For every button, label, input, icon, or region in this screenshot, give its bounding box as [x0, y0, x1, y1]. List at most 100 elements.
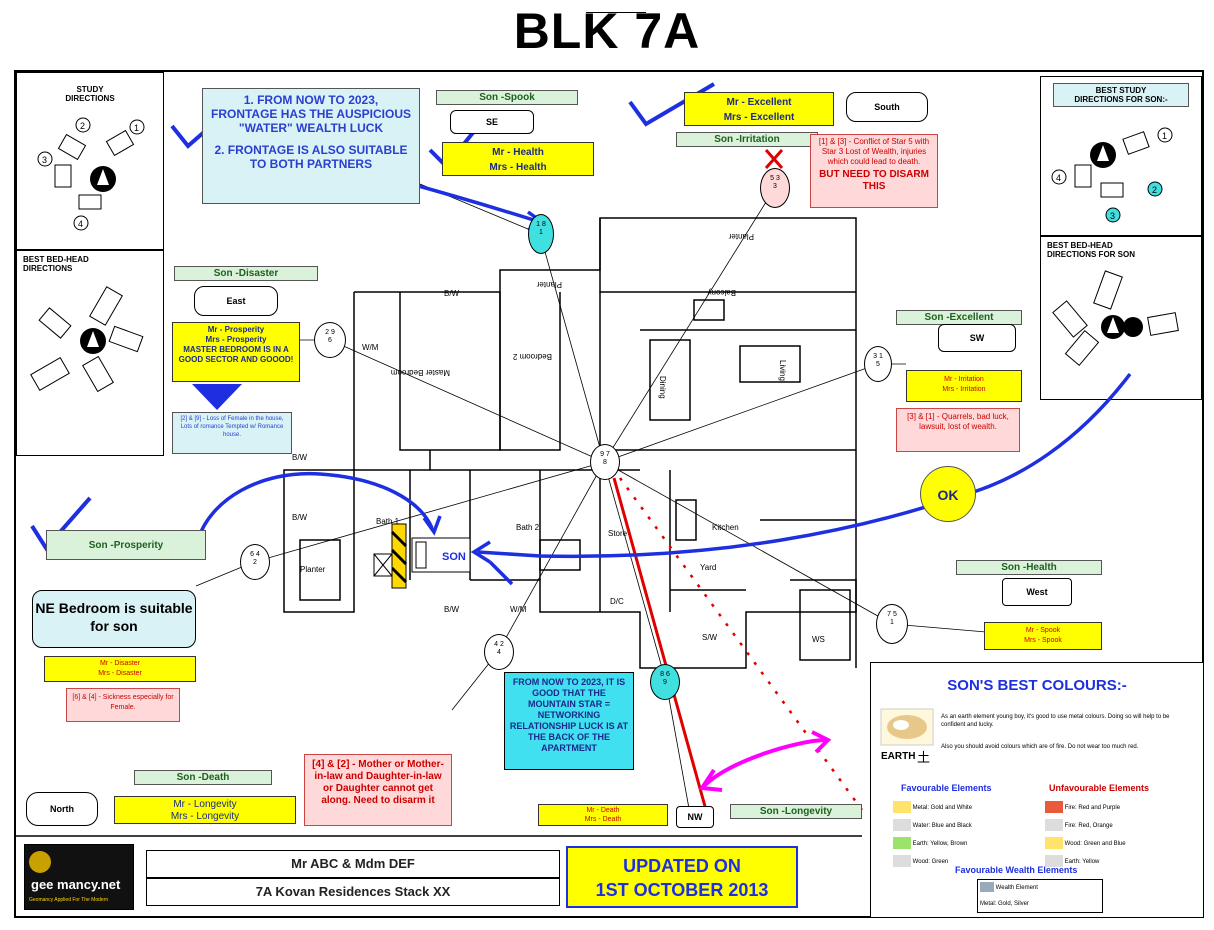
nw-parents-box: Mr - Death Mrs - Death [538, 804, 668, 826]
fav-item-4: Wood: Green [893, 853, 1029, 871]
bedhead-directions-title: BEST BED-HEAD DIRECTIONS [23, 255, 89, 273]
south-note: [1] & [3] - Conflict of Star 5 with Star… [818, 137, 930, 166]
sw-mr: Mr - Irritation [944, 376, 984, 383]
room-bw-3: B/W [292, 513, 308, 522]
wealth-item-1-text: Wealth Element [995, 885, 1038, 891]
room-bw-2: B/W [292, 453, 308, 462]
south-son-tag: Son -Irritation [676, 132, 818, 147]
sw-note-box: [3] & [1] - Quarrels, bad luck, lawsuit,… [896, 408, 1020, 452]
east-son-tag: Son -Disaster [174, 266, 318, 281]
room-bath1: Bath 1 [376, 517, 400, 526]
bedhead-directions-figure [30, 286, 144, 393]
south-mr: Mr - Excellent [726, 97, 792, 108]
fav-item-1: Metal: Gold and White [893, 799, 1029, 817]
updated-box: UPDATED ON 1ST OCTOBER 2013 [566, 846, 798, 908]
star-circle-296: 2 9 6 [314, 322, 346, 358]
best-bedhead-son-panel: BEST BED-HEAD DIRECTIONS FOR SON [1040, 236, 1202, 400]
floor-plan-walls [283, 217, 857, 669]
west-son-tag: Son -Health [956, 560, 1102, 575]
frontage-note: 1. FROM NOW TO 2023, FRONTAGE HAS THE AU… [202, 88, 420, 204]
room-bw-1: B/W [444, 289, 460, 298]
bedhead-directions-panel: BEST BED-HEAD DIRECTIONS [16, 250, 164, 456]
best-study-son-panel: BEST STUDY DIRECTIONS FOR SON:- 1 4 2 3 [1040, 76, 1202, 236]
north-mr: Mr - Longevity [173, 799, 237, 810]
room-balcony: Balcony [708, 288, 736, 297]
frontage-note-line2: 2. FRONTAGE IS ALSO SUITABLE TO BOTH PAR… [214, 143, 408, 171]
se-son-tag: Son -Spook [436, 90, 578, 105]
wealth-list: Wealth Element Metal: Gold, Silver [977, 879, 1103, 913]
svg-text:1: 1 [1162, 131, 1167, 141]
ok-badge: OK [920, 466, 976, 522]
x-mark [764, 149, 784, 169]
sw-mrs: Mrs - Irritation [942, 386, 986, 393]
se-mr: Mr - Health [492, 147, 544, 158]
best-study-son-figure: 1 4 2 3 [1051, 127, 1173, 223]
svg-text:4: 4 [1056, 173, 1061, 183]
room-master: Master Bedroom [391, 368, 450, 377]
nw-mr: Mr - Death [586, 807, 620, 814]
ne-bedroom-note: NE Bedroom is suitable for son [32, 590, 196, 648]
room-store: Store [608, 529, 628, 538]
sw-son-tag: Son -Excellent [896, 310, 1022, 325]
earth-char: 土 [917, 751, 931, 766]
earth-element-image [880, 708, 934, 746]
svg-text:2: 2 [1152, 185, 1157, 195]
earth-label: EARTH [881, 751, 916, 762]
west-parents-box: Mr - Spook Mrs - Spook [984, 622, 1102, 650]
star-circle-751: 7 5 1 [876, 604, 908, 644]
room-dc: D/C [610, 597, 624, 606]
east-parents-box: Mr - Prosperity Mrs - Prosperity MASTER … [172, 322, 300, 382]
unfav-item-3-text: Wood: Green and Blue [1064, 841, 1126, 847]
svg-text:3: 3 [1110, 211, 1115, 221]
blue-triangle [192, 384, 242, 410]
unfav-item-4-text: Earth: Yellow [1064, 859, 1100, 865]
star-circle-869: 8 6 9 [650, 664, 680, 700]
unfav-item-4: Earth: Yellow [1045, 853, 1195, 871]
svg-text:1: 1 [134, 123, 139, 133]
se-direction-box: SE [450, 110, 534, 134]
nw-direction-box: NW [676, 806, 714, 828]
fav-item-2: Water: Blue and Black [893, 817, 1029, 835]
fav-item-1-text: Metal: Gold and White [912, 805, 973, 811]
best-bedhead-son-title: BEST BED-HEAD DIRECTIONS FOR SON [1047, 241, 1136, 259]
ne-parents-box: Mr - Disaster Mrs - Disaster [44, 656, 196, 682]
room-planter-3: Planter [300, 565, 326, 574]
star-circle-642: 6 4 2 [240, 544, 270, 580]
north-son-tag: Son -Death [134, 770, 272, 785]
east-mrs: Mrs - Prosperity [205, 335, 267, 344]
ne-mr: Mr - Disaster [99, 660, 141, 667]
star-circle-424: 4 2 4 [484, 634, 514, 670]
updated-line2: 1ST OCTOBER 2013 [595, 880, 769, 900]
fav-elements-title: Favourable Elements [901, 783, 992, 793]
room-wm-2: W/M [510, 605, 527, 614]
unfav-item-1: Fire: Red and Purple [1045, 799, 1195, 817]
west-direction-box: West [1002, 578, 1072, 606]
west-mrs: Mrs - Spook [1024, 637, 1062, 644]
study-directions-title: STUDY DIRECTIONS [65, 85, 115, 103]
svg-text:4: 4 [78, 219, 83, 229]
room-yard: Yard [700, 563, 716, 572]
star-circle-181: 1 8 1 [528, 214, 554, 254]
colours-title: SON'S BEST COLOURS:- [947, 677, 1127, 694]
frontage-note-line1: 1. FROM NOW TO 2023, FRONTAGE HAS THE AU… [210, 93, 411, 135]
unfav-item-2: Fire: Red, Orange [1045, 817, 1195, 835]
study-directions-figure: 2 1 3 4 [37, 117, 145, 231]
star-circle-315: 3 1 5 [864, 346, 892, 382]
title-overline [586, 12, 646, 13]
north-direction-box: North [26, 792, 98, 826]
south-note-box: [1] & [3] - Conflict of Star 5 with Star… [810, 134, 938, 208]
son-label: SON [442, 551, 466, 563]
updated-line1: UPDATED ON [623, 856, 741, 876]
room-kitchen: Kitchen [712, 523, 739, 532]
south-note-disarm: BUT NEED TO DISARM THIS [819, 169, 929, 192]
north-parents-box: Mr - Longevity Mrs - Longevity [114, 796, 296, 824]
colours-line2: Also you should avoid colours which are … [941, 744, 1139, 750]
logo-subtext: Geomancy Applied For The Modern [29, 897, 109, 903]
room-bw-4: B/W [444, 605, 460, 614]
footer-logo: gee mancy.net Geomancy Applied For The M… [24, 844, 134, 910]
red-dotted-line [618, 477, 864, 811]
wealth-item-1: Wealth Element [980, 880, 1100, 896]
fav-item-3: Earth: Yellow, Brown [893, 835, 1029, 853]
best-study-son-title: BEST STUDY DIRECTIONS FOR SON:- [1053, 83, 1189, 107]
north-mrs: Mrs - Longevity [170, 811, 240, 822]
